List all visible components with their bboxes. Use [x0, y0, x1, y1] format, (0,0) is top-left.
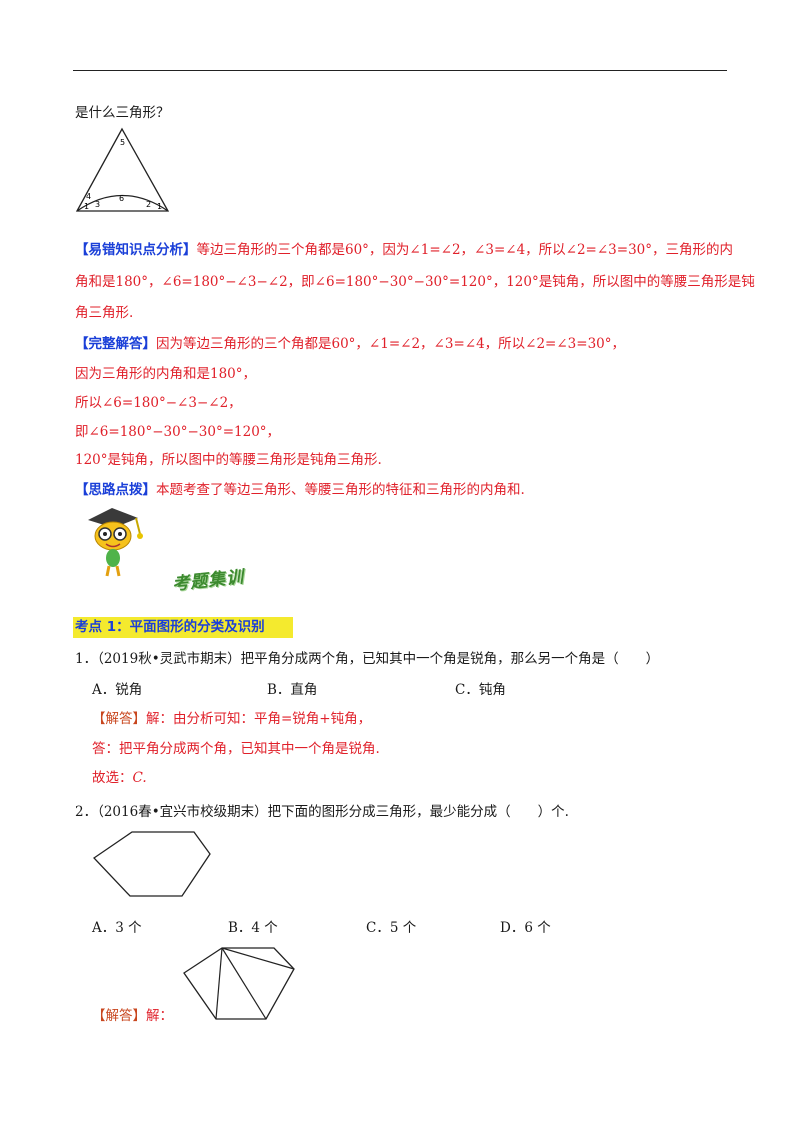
section-title: 考点 1：平面图形的分类及识别 — [75, 619, 265, 635]
angle-label-3: 3 — [95, 200, 100, 209]
tip-tag: 【思路点拨】 — [75, 482, 156, 498]
q1-option-a: A．锐角 — [92, 682, 143, 698]
q2-answer-text: 解： — [146, 1008, 173, 1024]
q2-option-d: D．6 个 — [500, 920, 551, 936]
full-answer-line5: 120°是钝角，所以图中的等腰三角形是钝角三角形. — [75, 452, 382, 468]
q1-option-c: C．钝角 — [455, 682, 506, 698]
q2-answer-line: 【解答】解： — [92, 1007, 173, 1025]
q1-answer-text1: 解：由分析可知：平角=锐角+钝角， — [146, 711, 372, 727]
q2-stem: 2．（2016春•宜兴市校级期末）把下面的图形分成三角形，最少能分成（ ）个. — [75, 804, 569, 820]
full-answer-line1: 【完整解答】因为等边三角形的三个角都是60°，∠1=∠2，∠3=∠4，所以∠2=… — [75, 335, 625, 353]
full-answer-line4: 即∠6=180°−30°−30°=120°， — [75, 424, 281, 440]
q1-choice-prefix: 故选： — [92, 770, 133, 786]
analysis-tag: 【易错知识点分析】 — [75, 242, 197, 258]
q1-answer-tag: 【解答】 — [92, 711, 146, 727]
hexagon-figure — [93, 831, 211, 897]
q1-choice-line: 故选：C. — [92, 769, 147, 787]
tip-text: 本题考查了等边三角形、等腰三角形的特征和三角形的内角和. — [156, 482, 525, 498]
intro-line: 是什么三角形？ — [75, 105, 170, 121]
q2-option-b: B．4 个 — [228, 920, 278, 936]
angle-label-1: 1 — [84, 202, 89, 211]
section-header: 考点 1：平面图形的分类及识别 — [73, 617, 293, 638]
exercise-banner: 考题集训 — [171, 567, 246, 595]
analysis-text1: 等边三角形的三个角都是60°，因为∠1=∠2，∠3=∠4，所以∠2=∠3=30°… — [196, 242, 734, 258]
full-answer-line2: 因为三角形的内角和是180°， — [75, 366, 257, 382]
q1-option-b: B．直角 — [267, 682, 318, 698]
q1-answer-line2: 答：把平角分成两个角，已知其中一个角是锐角. — [92, 741, 380, 757]
header-rule — [73, 70, 727, 71]
divided-hexagon-figure — [183, 947, 295, 1020]
q2-answer-tag: 【解答】 — [92, 1008, 146, 1024]
full-answer-tag: 【完整解答】 — [75, 336, 156, 352]
analysis-line1: 【易错知识点分析】等边三角形的三个角都是60°，因为∠1=∠2，∠3=∠4，所以… — [75, 241, 733, 259]
mascot-icon — [88, 508, 143, 577]
angle-label-1b: 1 — [157, 202, 162, 211]
q1-answer-line1: 【解答】解：由分析可知：平角=锐角+钝角， — [92, 710, 371, 728]
q2-option-a: A．3 个 — [92, 920, 142, 936]
tip-line: 【思路点拨】本题考查了等边三角形、等腰三角形的特征和三角形的内角和. — [75, 481, 525, 499]
q1-choice: C. — [132, 770, 147, 786]
angle-label-5: 5 — [120, 138, 125, 147]
angle-label-6: 6 — [119, 194, 124, 203]
analysis-line3: 角三角形. — [75, 305, 134, 321]
q2-option-c: C．5 个 — [366, 920, 417, 936]
equilateral-triangle-figure: 5 4 1 3 6 2 1 — [75, 127, 170, 212]
analysis-line2: 角和是180°，∠6=180°−∠3−∠2，即∠6=180°−30°−30°=1… — [75, 274, 755, 290]
q1-stem: 1．（2019秋•灵武市期末）把平角分成两个角，已知其中一个角是锐角，那么另一个… — [75, 651, 660, 667]
full-answer-text1: 因为等边三角形的三个角都是60°，∠1=∠2，∠3=∠4，所以∠2=∠3=30°… — [156, 336, 626, 352]
full-answer-line3: 所以∠6=180°−∠3−∠2， — [75, 395, 242, 411]
angle-label-4: 4 — [86, 192, 91, 201]
angle-label-2: 2 — [146, 200, 151, 209]
